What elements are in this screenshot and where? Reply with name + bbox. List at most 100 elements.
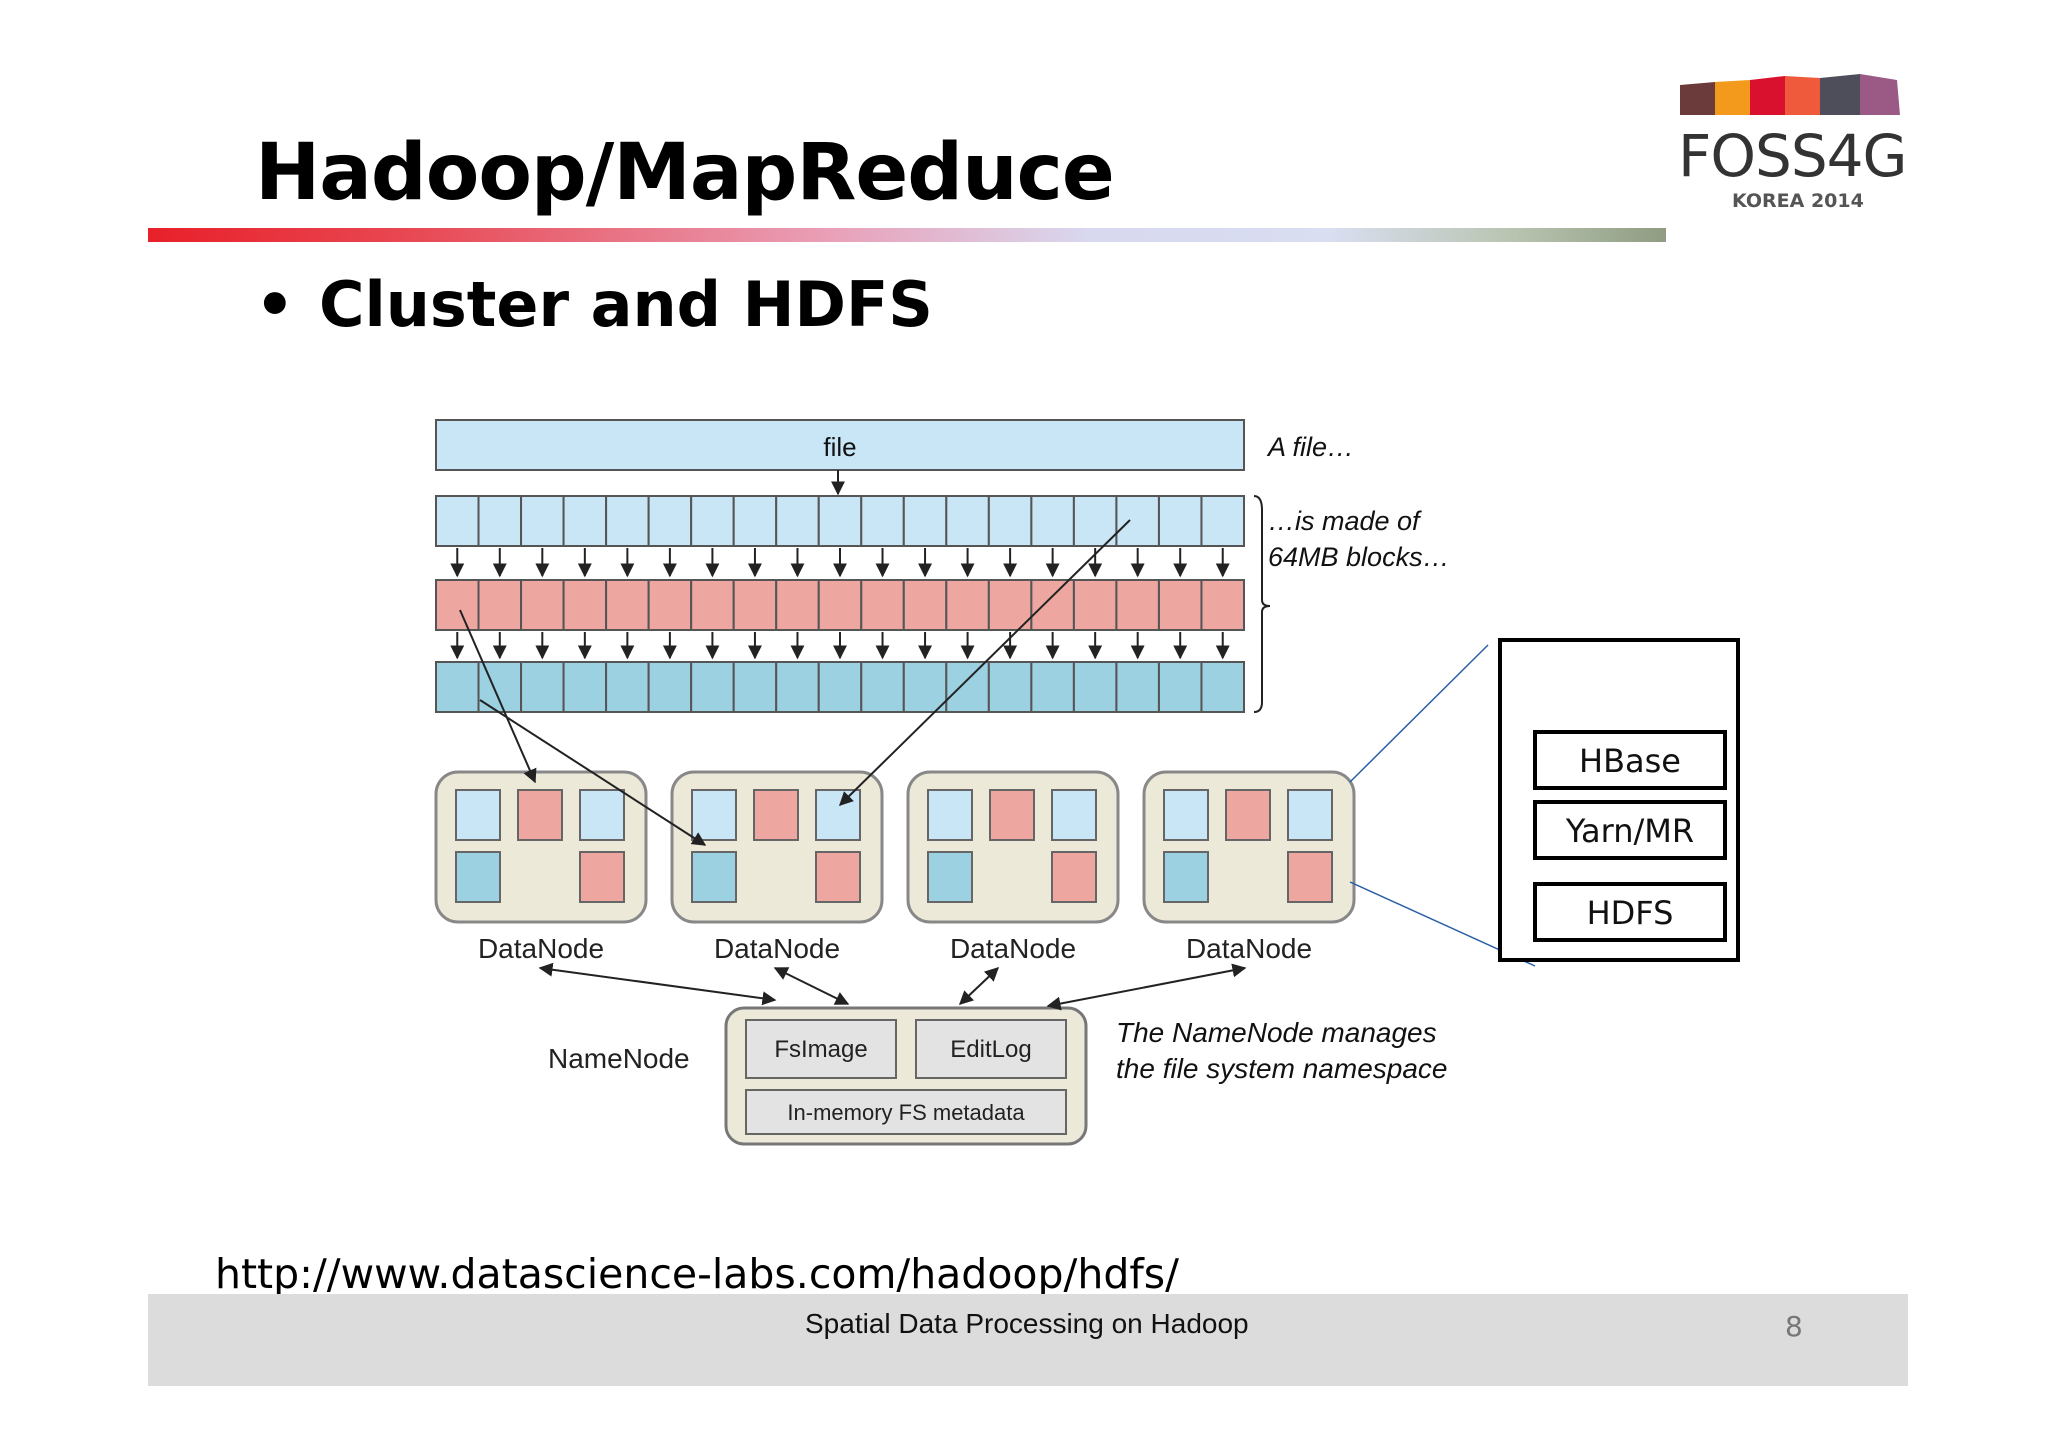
block-pink [1200, 579, 1245, 631]
bullet-marker: • [255, 268, 295, 341]
replication-arrow-3 [839, 519, 1131, 806]
block-teal [690, 661, 735, 713]
footer-bar [148, 1294, 1908, 1386]
logo-stripe-1 [1680, 82, 1715, 115]
datanode-label: DataNode [478, 933, 604, 964]
block-pink [775, 579, 820, 631]
stack-layer-box [1533, 730, 1727, 790]
datanode-block [989, 789, 1035, 841]
block-teal [1030, 661, 1075, 713]
zoom-line-top [1349, 644, 1489, 783]
slide-title: Hadoop/MapReduce [255, 128, 1115, 218]
block-pink [1072, 579, 1118, 631]
datanode-block [927, 851, 973, 903]
block-pink [945, 579, 990, 631]
datanode-block [1163, 789, 1209, 841]
block-blue [732, 495, 778, 547]
block-blue [647, 495, 693, 547]
block-pink [647, 579, 693, 631]
block-arrows [450, 548, 1230, 660]
datanode-block [815, 851, 861, 903]
block-teal [1115, 661, 1160, 713]
block-blue [562, 495, 608, 547]
block-teal [435, 661, 480, 713]
datanode-block [1163, 851, 1209, 903]
page-number: 8 [1785, 1310, 1803, 1343]
block-teal [647, 661, 693, 713]
datanode-block [579, 851, 625, 903]
block-blue [775, 495, 820, 547]
block-pink [817, 579, 863, 631]
block-teal [520, 661, 565, 713]
editlog-label: EditLog [950, 1036, 1031, 1063]
logo-stripe-6 [1860, 74, 1900, 115]
block-pink [902, 579, 948, 631]
block-pink [987, 579, 1033, 631]
nn-dn-arrow-1 [538, 962, 777, 1006]
block-teal [1072, 661, 1118, 713]
block-blue [860, 495, 905, 547]
namenode-caption-line1: The NameNode manages [1116, 1017, 1437, 1048]
block-blue [902, 495, 948, 547]
datanode-block [455, 789, 501, 841]
stack-layer-box [1533, 882, 1727, 942]
datanode-block [815, 789, 861, 841]
bullet-item: •Cluster and HDFS [255, 268, 933, 341]
datanode-block [927, 789, 973, 841]
datanode-block [517, 789, 563, 841]
block-pink [562, 579, 608, 631]
foss4g-logo [1680, 74, 1900, 115]
nn-dn-arrow-3 [958, 967, 1000, 1005]
replication-arrow-1 [459, 609, 537, 784]
nn-dn-arrow-4 [1046, 963, 1247, 1011]
block-pink [605, 579, 650, 631]
source-url: http://www.datascience-labs.com/hadoop/h… [215, 1250, 1179, 1298]
stack-layer-label: HDFS [1587, 894, 1674, 932]
fsimage-label: FsImage [774, 1036, 867, 1063]
metadata-label: In-memory FS metadata [787, 1100, 1025, 1125]
stack-layer-label: HBase [1579, 742, 1681, 780]
block-pink [1115, 579, 1160, 631]
block-teal [732, 661, 778, 713]
logo-stripe-3 [1750, 76, 1785, 115]
block-blue [477, 495, 523, 547]
blocks-caption-line1: …is made of [1268, 506, 1422, 536]
replication-arrow-2 [479, 699, 707, 846]
datanode-block [691, 789, 737, 841]
logo-stripe-5 [1820, 74, 1860, 115]
block-pink [435, 579, 480, 631]
blocks-caption-line2: 64MB blocks… [1268, 542, 1450, 572]
logo-stripe-2 [1715, 80, 1750, 115]
block-teal [860, 661, 905, 713]
metadata-box [745, 1089, 1067, 1135]
block-blue [945, 495, 990, 547]
block-pink [1030, 579, 1075, 631]
block-teal [775, 661, 820, 713]
file-bar [435, 419, 1245, 471]
footer-text: Spatial Data Processing on Hadoop [805, 1308, 1249, 1339]
datanode-label: DataNode [950, 933, 1076, 964]
block-blue [1200, 495, 1245, 547]
logo-stripe-4 [1785, 76, 1820, 115]
block-teal [817, 661, 863, 713]
block-row-blue [435, 495, 1245, 547]
nn-dn-arrow-2 [773, 967, 850, 1005]
fsimage-box [745, 1019, 897, 1079]
namenode-caption-line2: the file system namespace [1116, 1053, 1448, 1084]
block-teal [1200, 661, 1245, 713]
datanode-block [1051, 851, 1097, 903]
datanode-block [691, 851, 737, 903]
block-pink [860, 579, 905, 631]
block-teal [562, 661, 608, 713]
block-pink [477, 579, 523, 631]
block-row-pink [435, 579, 1245, 631]
datanode-label: DataNode [714, 933, 840, 964]
block-blue [817, 495, 863, 547]
datanode-block [455, 851, 501, 903]
logo-subtitle: KOREA 2014 [1732, 190, 1864, 212]
block-pink [690, 579, 735, 631]
block-blue [435, 495, 480, 547]
